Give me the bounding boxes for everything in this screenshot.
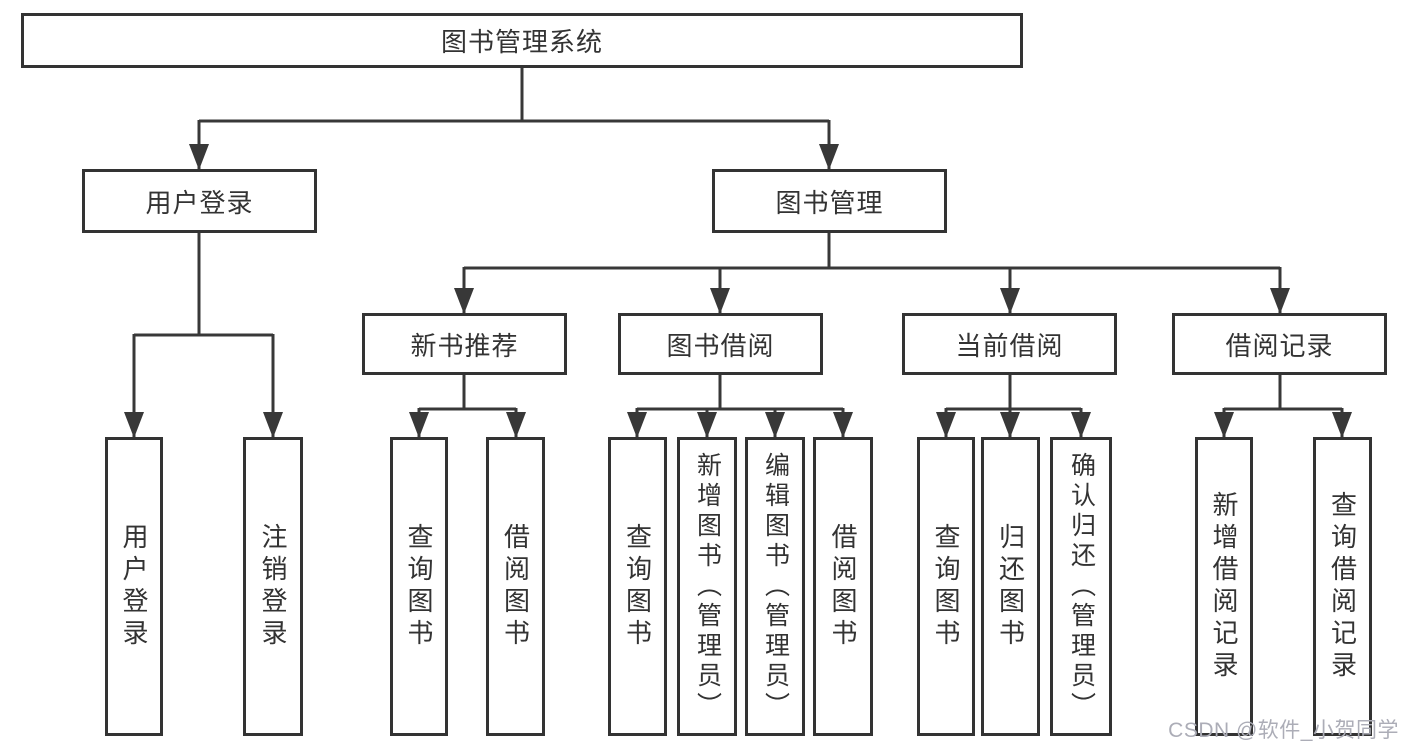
node-library-system: 图书管理系统: [21, 13, 1023, 68]
leaf-query-books-3-label: 查询图书: [931, 522, 961, 651]
node-book-management-label: 图书管理: [775, 187, 884, 218]
node-user-login-label: 用户登录: [145, 187, 254, 218]
leaf-borrow-books-2: 借阅图书: [813, 437, 873, 736]
leaf-borrow-books-1: 借阅图书: [486, 437, 545, 736]
node-user-login: 用户登录: [82, 169, 317, 233]
node-borrow-records-label: 借阅记录: [1225, 330, 1334, 361]
watermark: CSDN @软件_小贺同学: [1168, 719, 1399, 742]
leaf-query-books-2-label: 查询图书: [622, 522, 653, 651]
leaf-logout: 注销登录: [243, 437, 303, 736]
node-current-borrow: 当前借阅: [902, 313, 1117, 375]
node-borrow-records: 借阅记录: [1172, 313, 1387, 375]
leaf-borrow-books-2-label: 借阅图书: [828, 522, 858, 651]
node-new-book-recommend: 新书推荐: [362, 313, 567, 375]
leaf-query-books-1: 查询图书: [390, 437, 448, 736]
leaf-borrow-books-1-label: 借阅图书: [500, 522, 531, 651]
node-book-management: 图书管理: [712, 169, 947, 233]
leaf-query-borrow-record: 查询借阅记录: [1313, 437, 1372, 736]
leaf-query-borrow-record-label: 查询借阅记录: [1327, 490, 1358, 683]
leaf-return-book: 归还图书: [981, 437, 1040, 736]
node-book-borrow: 图书借阅: [618, 313, 823, 375]
leaf-query-books-2: 查询图书: [608, 437, 667, 736]
leaf-add-book-admin: 新增图书（管理员）: [677, 437, 737, 736]
leaf-query-books-3: 查询图书: [917, 437, 975, 736]
leaf-confirm-return-admin: 确认归还（管理员）: [1050, 437, 1112, 736]
leaf-logout-label: 注销登录: [258, 522, 288, 651]
leaf-edit-book-admin: 编辑图书（管理员）: [745, 437, 805, 736]
node-library-system-label: 图书管理系统: [440, 27, 603, 57]
leaf-user-login: 用户登录: [105, 437, 163, 736]
leaf-add-borrow-record-label: 新增借阅记录: [1209, 490, 1239, 683]
node-book-borrow-label: 图书借阅: [666, 330, 775, 361]
leaf-add-borrow-record: 新增借阅记录: [1195, 437, 1253, 736]
leaf-edit-book-admin-label: 编辑图书（管理员）: [761, 451, 790, 722]
node-current-borrow-label: 当前借阅: [955, 330, 1064, 361]
leaf-user-login-label: 用户登录: [119, 522, 149, 651]
leaf-confirm-return-admin-label: 确认归还（管理员）: [1067, 451, 1096, 722]
node-new-book-recommend-label: 新书推荐: [410, 330, 519, 361]
leaf-return-book-label: 归还图书: [995, 522, 1026, 651]
leaf-add-book-admin-label: 新增图书（管理员）: [693, 451, 722, 722]
leaf-query-books-1-label: 查询图书: [404, 522, 434, 651]
